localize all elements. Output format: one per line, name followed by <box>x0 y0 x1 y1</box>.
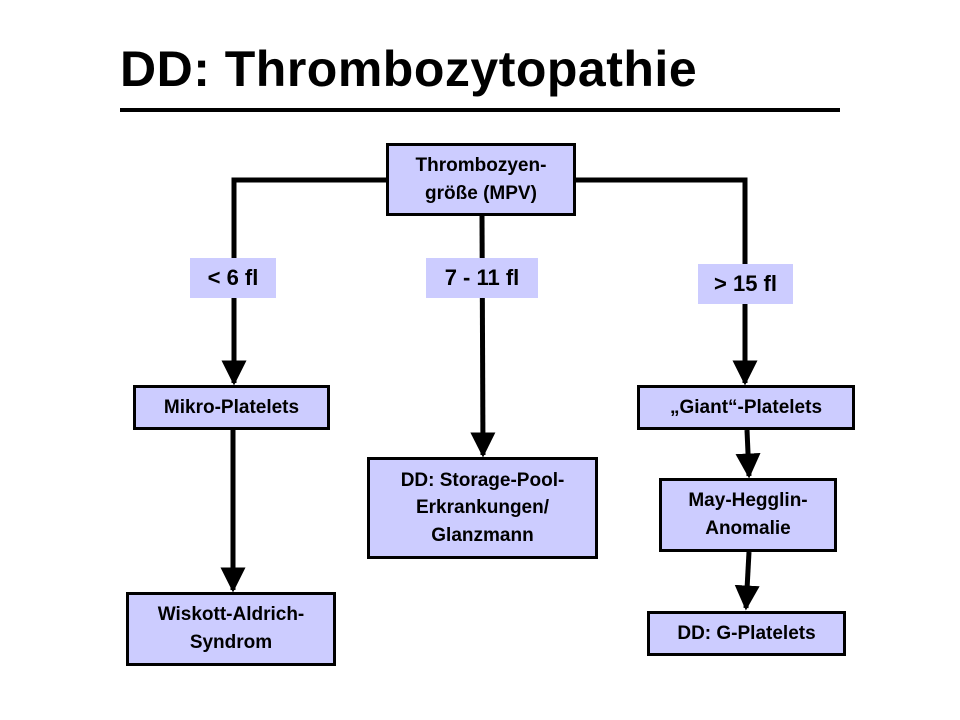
node-mikro-platelets: Mikro-Platelets <box>133 385 330 430</box>
connector-root-to-storage-pool <box>470 215 496 458</box>
connector-giant-to-may-hegglin <box>735 429 761 479</box>
node-thrombozytengroesse: Thrombozyen- größe (MPV) <box>386 143 576 216</box>
page-title: DD: Thrombozytopathie <box>120 41 698 97</box>
connector-may-hegglin-to-g-platelets <box>734 551 760 611</box>
node-storage-pool: DD: Storage-Pool- Erkrankungen/ Glanzman… <box>367 457 598 559</box>
connector-root-to-micro <box>221 177 387 386</box>
branch-label-small: < 6 fl <box>190 258 276 298</box>
node-g-platelets: DD: G-Platelets <box>647 611 846 656</box>
connector-root-to-giant <box>576 177 758 386</box>
branch-label-normal: 7 - 11 fl <box>426 258 538 298</box>
branch-label-large: > 15 fl <box>698 264 793 304</box>
node-may-hegglin: May-Hegglin- Anomalie <box>659 478 837 552</box>
node-wiskott-aldrich: Wiskott-Aldrich- Syndrom <box>126 592 336 666</box>
title-underline <box>120 108 840 112</box>
node-giant-platelets: „Giant“-Platelets <box>637 385 855 430</box>
